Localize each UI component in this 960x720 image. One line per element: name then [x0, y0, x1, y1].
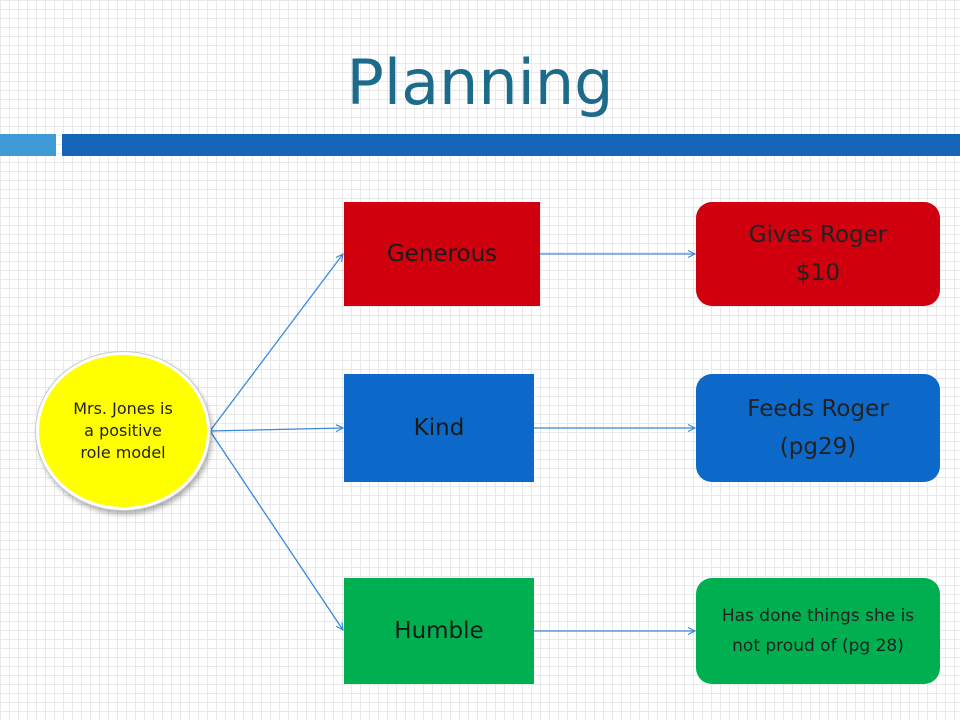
title-accent-bar-left	[0, 134, 56, 156]
evidence-text-humble: Has done things she is not proud of (pg …	[721, 606, 915, 656]
trait-box-kind: Kind	[344, 374, 534, 482]
central-idea-text: Mrs. Jones is a positive role model	[73, 399, 173, 462]
evidence-text-generous: Gives Roger $10	[748, 222, 888, 286]
trait-label-humble: Humble	[394, 618, 484, 644]
evidence-box-kind: Feeds Roger (pg29)	[696, 374, 940, 482]
evidence-text-kind: Feeds Roger (pg29)	[747, 396, 889, 460]
trait-box-humble: Humble	[344, 578, 534, 684]
title-accent-bar-right	[62, 134, 960, 156]
evidence-box-humble: Has done things she is not proud of (pg …	[696, 578, 940, 684]
trait-label-kind: Kind	[413, 415, 465, 441]
connector-center-to-generous	[209, 254, 343, 432]
page-title: Planning	[346, 46, 614, 119]
trait-label-generous: Generous	[386, 241, 498, 267]
connector-center-to-humble	[209, 430, 343, 630]
central-idea-circle: Mrs. Jones is a positive role model	[36, 352, 210, 510]
evidence-box-generous: Gives Roger $10	[696, 202, 940, 306]
trait-box-generous: Generous	[344, 202, 540, 306]
connector-center-to-kind	[209, 428, 343, 431]
